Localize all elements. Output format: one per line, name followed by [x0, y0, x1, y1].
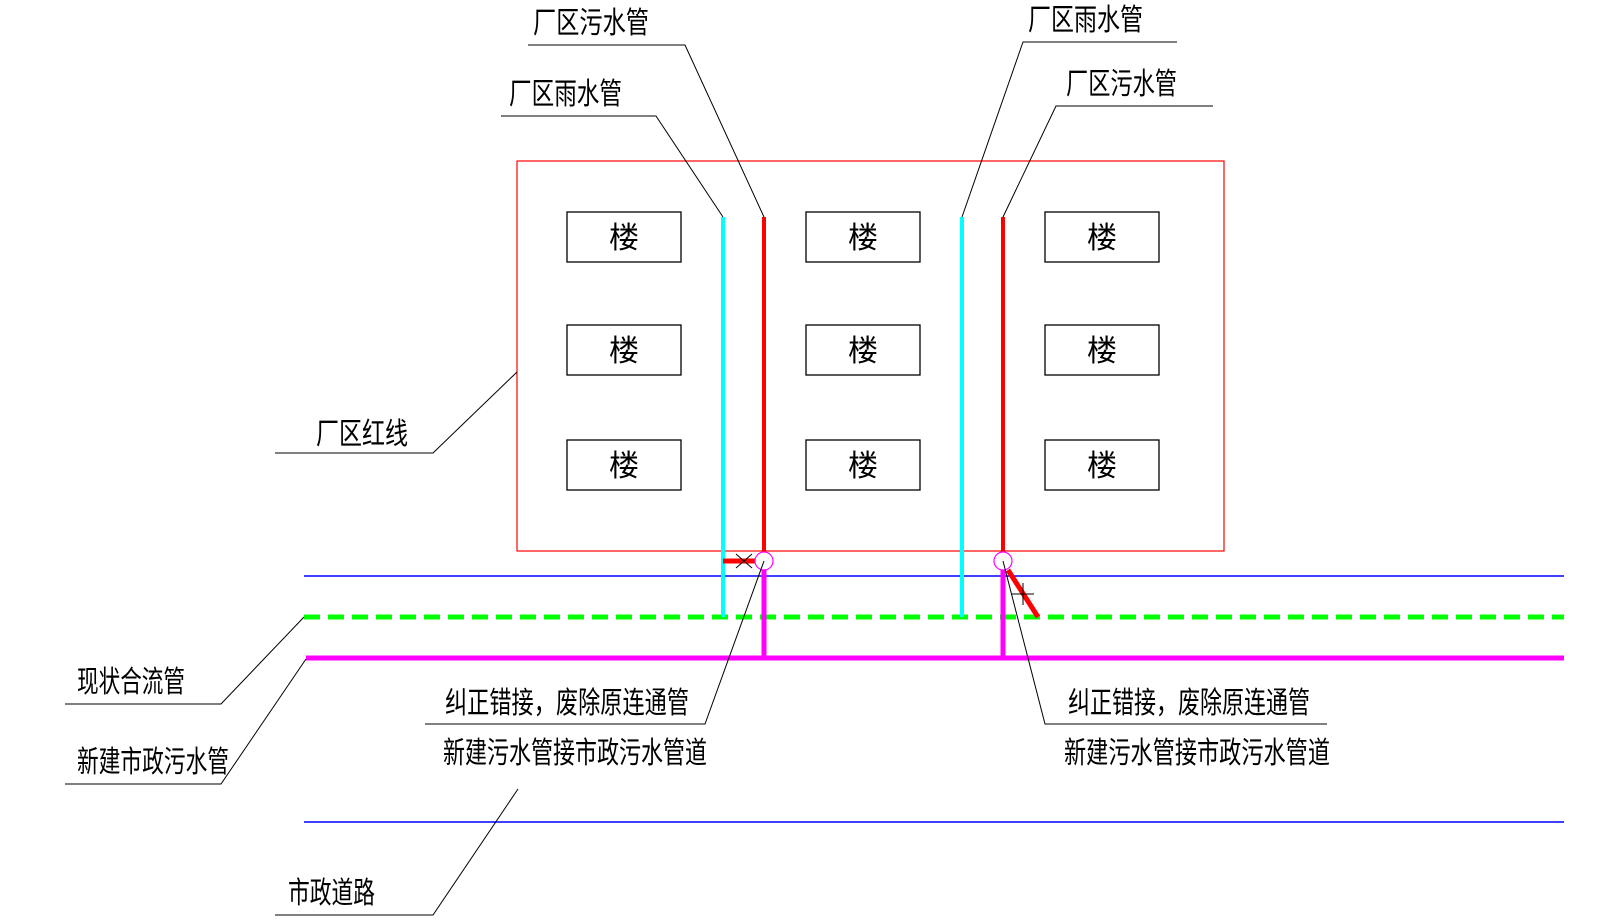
- label-existing-combined: 现状合流管: [77, 665, 185, 700]
- building-label: 楼: [1087, 221, 1117, 256]
- abandon-cross-mark-icon: [1011, 583, 1034, 605]
- leader-lines: [65, 41, 1327, 916]
- leader-new-municipal-sewage: [65, 658, 307, 785]
- buildings: 楼 楼 楼 楼 楼 楼 楼 楼 楼: [566, 211, 1160, 491]
- building-label: 楼: [848, 334, 878, 369]
- leader-plant-redline: [275, 371, 518, 454]
- label-plant-rain-left: 厂区雨水管: [509, 77, 622, 112]
- building: 楼: [1044, 324, 1160, 376]
- building: 楼: [566, 439, 682, 491]
- label-fix-left-line2: 新建污水管接市政污水管道: [443, 736, 707, 771]
- building-label: 楼: [848, 449, 878, 484]
- leader-existing-combined: [65, 616, 305, 705]
- label-plant-sewage-left: 厂区污水管: [533, 6, 649, 41]
- building: 楼: [566, 211, 682, 263]
- leader-plant-rain-right: [961, 41, 1177, 218]
- building: 楼: [805, 211, 921, 263]
- label-plant-sewage-right: 厂区污水管: [1066, 67, 1177, 102]
- building-label: 楼: [1087, 449, 1117, 484]
- label-municipal-road: 市政道路: [288, 876, 375, 911]
- label-fix-right-line1: 纠正错接，废除原连通管: [1068, 686, 1310, 721]
- label-fix-right-line2: 新建污水管接市政污水管道: [1064, 736, 1330, 771]
- leader-fix-left: [425, 560, 765, 725]
- building-label: 楼: [848, 221, 878, 256]
- label-plant-rain-right: 厂区雨水管: [1028, 3, 1143, 38]
- leader-plant-sewage-right: [1002, 105, 1213, 218]
- building: 楼: [805, 324, 921, 376]
- leader-municipal-road: [275, 788, 519, 916]
- building-label: 楼: [609, 221, 639, 256]
- building: 楼: [566, 324, 682, 376]
- building-label: 楼: [609, 334, 639, 369]
- leader-fix-right: [1002, 560, 1327, 725]
- building: 楼: [805, 439, 921, 491]
- building: 楼: [1044, 211, 1160, 263]
- building-label: 楼: [609, 449, 639, 484]
- abandon-x-mark-icon: [735, 553, 753, 569]
- label-new-municipal-sewage: 新建市政污水管: [77, 745, 229, 780]
- leader-plant-rain-left: [501, 115, 724, 218]
- plant-redline-boundary: [516, 160, 1225, 552]
- leader-plant-sewage-left: [528, 44, 765, 218]
- label-fix-left-line1: 纠正错接，废除原连通管: [445, 686, 689, 721]
- building-label: 楼: [1087, 334, 1117, 369]
- label-plant-redline: 厂区红线: [316, 417, 408, 452]
- building: 楼: [1044, 439, 1160, 491]
